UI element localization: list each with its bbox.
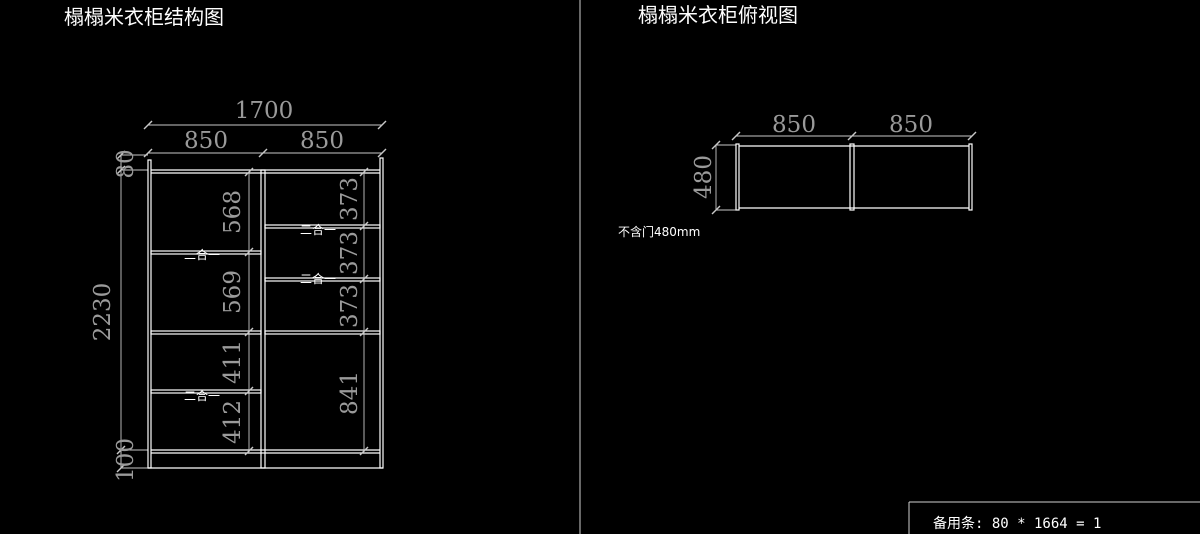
top-dim-text-right: 850 [889, 112, 933, 138]
dim-text-left-section-2: 569 [220, 270, 246, 314]
dimension-total-width: 1700 [143, 98, 387, 130]
dimension-right-sections: 373 373 373 841 [337, 167, 369, 456]
dim-text-left-width: 850 [184, 128, 228, 154]
dimension-total-height: 2230 [90, 150, 148, 473]
dim-text-top-rail: 80 [113, 149, 139, 178]
door-mark-3: 二合一 [300, 222, 336, 237]
cabinet-top-frame [735, 143, 973, 211]
top-view-dim-left: 850 [731, 112, 857, 141]
dim-text-total-height: 2230 [90, 283, 116, 342]
dimension-right-width: 850 [263, 128, 387, 158]
dim-text-total-width: 1700 [235, 98, 294, 124]
front-view-title: 榻榻米衣柜结构图 [64, 5, 224, 29]
dim-text-left-section-4: 412 [220, 400, 246, 444]
dim-text-right-section-4: 841 [337, 371, 363, 415]
dim-text-left-section-3: 411 [220, 340, 246, 384]
door-mark-4: 二合一 [300, 271, 336, 286]
door-marks: 二合一 二合一 二合一 二合一 [184, 222, 336, 403]
dimension-left-width: 850 [143, 128, 268, 158]
top-dim-text-left: 850 [772, 112, 816, 138]
dimension-bottom-rail: 100 [113, 438, 148, 482]
dim-text-bottom-rail: 100 [113, 438, 139, 482]
info-box-text: 备用条: 80 * 1664 = 1 [933, 515, 1101, 532]
dim-text-right-section-2: 373 [337, 231, 363, 275]
top-dim-text-depth: 480 [691, 155, 717, 199]
left-shelves [150, 250, 262, 394]
top-view-dim-depth: 480 [691, 140, 736, 215]
dim-text-right-section-1: 373 [337, 177, 363, 221]
cabinet-front-frame [147, 157, 384, 469]
dimension-left-sections: 568 569 411 412 [220, 167, 254, 456]
info-box: 备用条: 80 * 1664 = 1 [908, 501, 1200, 534]
dim-text-right-section-3: 373 [337, 284, 363, 328]
top-view-dim-right: 850 [852, 112, 977, 141]
top-view-title: 榻榻米衣柜俯视图 [638, 3, 798, 27]
dimension-top-rail: 80 [113, 149, 148, 179]
door-mark-1: 二合一 [184, 247, 220, 262]
dim-text-right-width: 850 [300, 128, 344, 154]
top-view-note: 不含门480mm [618, 224, 700, 239]
dim-text-left-section-1: 568 [220, 190, 246, 234]
right-shelves [264, 224, 381, 335]
door-mark-2: 二合一 [184, 388, 220, 403]
